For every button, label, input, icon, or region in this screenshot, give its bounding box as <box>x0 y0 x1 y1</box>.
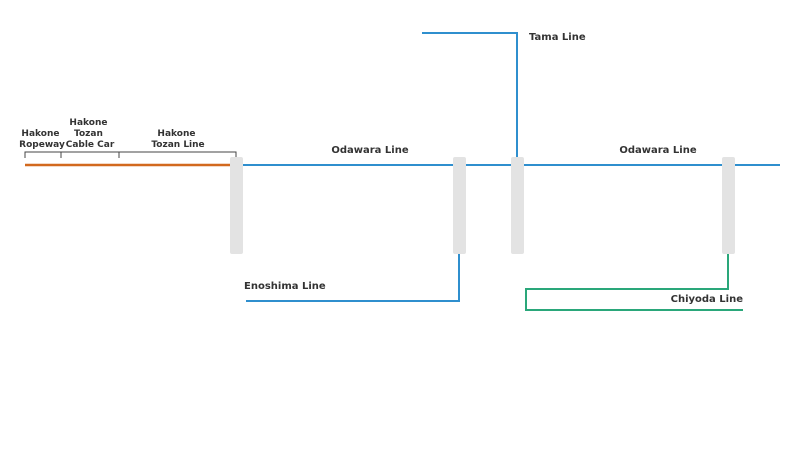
label-hakone-tozan-cable-car: Hakone Tozan Cable Car <box>66 118 115 150</box>
label-enoshima-line: Enoshima Line <box>244 281 326 292</box>
label-chiyoda-line: Chiyoda Line <box>671 294 744 305</box>
label-hakone-tozan-line: Hakone Tozan Line <box>151 129 204 150</box>
chiyoda-line-connector <box>525 250 743 311</box>
station-shin-yurigaoka <box>511 157 524 254</box>
station-sagami-ono <box>453 157 466 254</box>
station-yoyogi-uehara <box>722 157 735 254</box>
enoshima-line-track <box>246 250 460 302</box>
label-odawara-line-west: Odawara Line <box>331 145 408 156</box>
label-hakone-ropeway: Hakone Ropeway <box>19 129 65 150</box>
station-odawara <box>230 157 243 254</box>
section-bracket <box>24 151 237 158</box>
tama-line-track <box>422 32 518 165</box>
label-tama-line: Tama Line <box>529 32 586 43</box>
label-odawara-line-east: Odawara Line <box>619 145 696 156</box>
